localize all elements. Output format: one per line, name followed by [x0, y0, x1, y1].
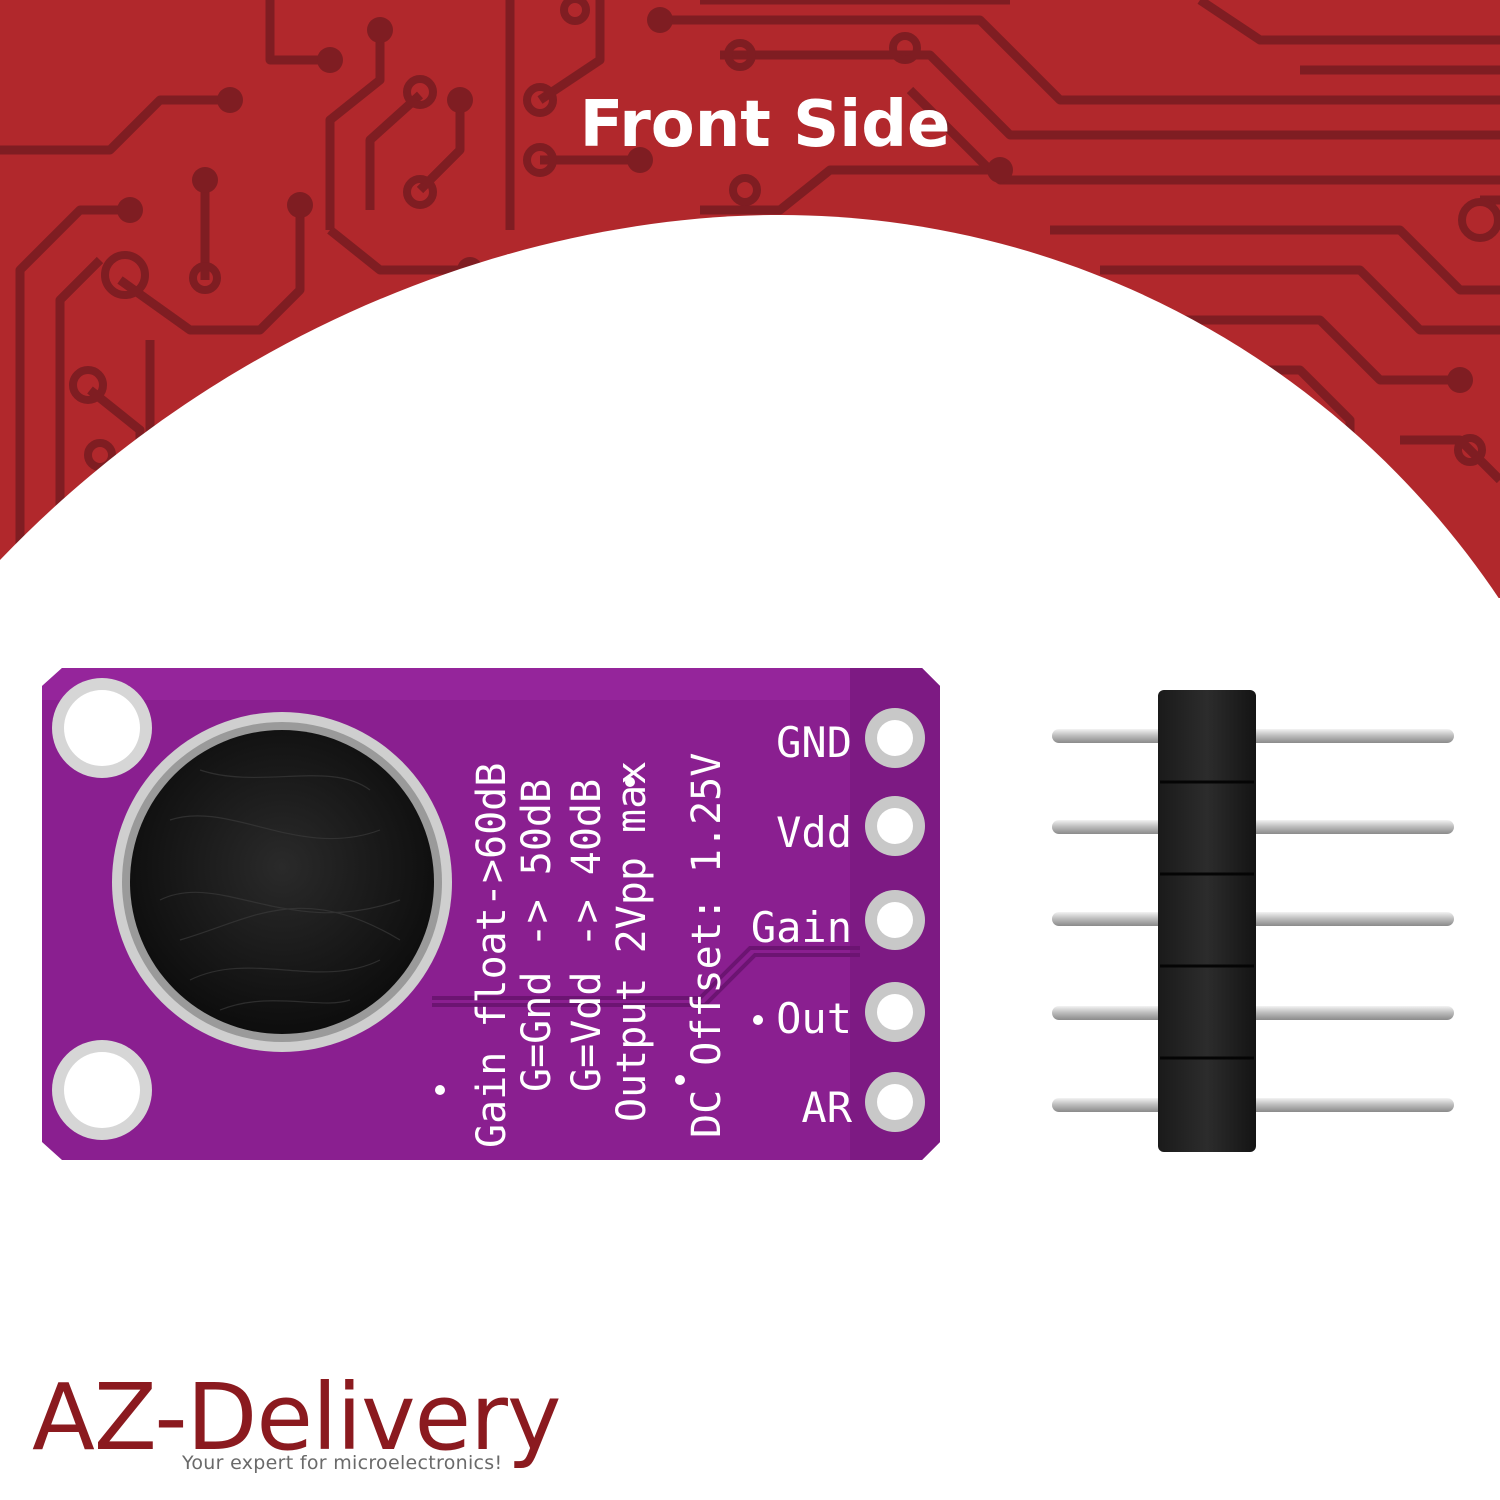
page-title: Front Side [579, 88, 951, 162]
pin-header [1052, 690, 1454, 1152]
header-segments [1160, 780, 1254, 1060]
pin-label-gain: Gain [751, 903, 852, 952]
brand-name: AZ-Delivery [32, 1364, 561, 1471]
mounting-holes [52, 678, 152, 1140]
pin-label-out: Out [776, 994, 852, 1043]
silkscreen-text: Gain float->60dB G=Gnd -> 50dB G=Vdd -> … [469, 753, 730, 1148]
electret-microphone [112, 712, 452, 1052]
silkscreen-line: Gain float->60dB [469, 763, 515, 1148]
header-housing [1158, 690, 1256, 1152]
pin-pads [865, 708, 925, 1132]
silkscreen-line: Output 2Vpp max [609, 761, 655, 1122]
circuit-rings [69, 0, 1500, 471]
silkscreen-dots [435, 777, 763, 1095]
circuit-banner: Front Side [0, 0, 1500, 600]
white-arc [0, 215, 1500, 600]
circuit-traces [0, 0, 1500, 600]
silkscreen-line: G=Gnd -> 50dB [514, 779, 560, 1092]
pin-label-vdd: Vdd [776, 808, 852, 857]
pin-label-gnd: GND [776, 718, 852, 767]
brand-tagline: Your expert for microelectronics! [182, 1452, 503, 1474]
pcb-edge-shade [42, 668, 940, 700]
pin-label-ar: AR [801, 1083, 852, 1132]
silkscreen-line: DC Offset: 1.25V [684, 753, 730, 1138]
white-floor [0, 598, 1500, 600]
brand-logo: AZ-Delivery Your expert for microelectro… [32, 1372, 632, 1482]
silkscreen-line: G=Vdd -> 40dB [564, 779, 610, 1092]
circuit-pattern [0, 0, 1500, 600]
pcb-traces [432, 946, 860, 1007]
pin-labels: GND Vdd Gain Out AR [751, 718, 853, 1132]
